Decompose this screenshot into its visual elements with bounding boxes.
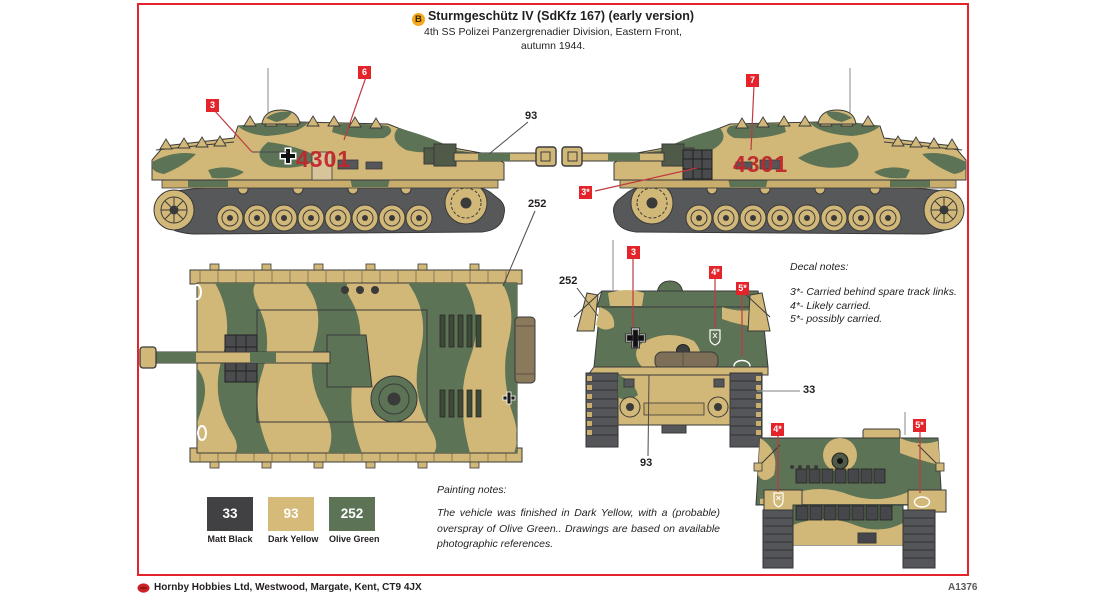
side-door xyxy=(311,151,333,181)
engine-grilles xyxy=(439,314,482,418)
paint-name: Dark Yellow xyxy=(268,534,319,544)
fender-right xyxy=(907,489,947,513)
tactical-number-right: 4301 xyxy=(733,151,788,177)
paint-ref-33-front: 33 xyxy=(803,384,816,396)
kit-code: A1376 xyxy=(948,582,978,593)
spare-track-links xyxy=(682,149,713,180)
paint-swatch-252: 252 Olive Green xyxy=(329,497,380,544)
side-view-left: 4301 xyxy=(151,67,557,235)
gun-plan xyxy=(139,334,373,388)
track-right xyxy=(902,509,936,569)
paint-color-33: 33 xyxy=(207,497,253,531)
front-view xyxy=(573,240,771,448)
callout-rear-5star: 5* xyxy=(913,419,926,432)
decal-note-line: 3*- Carried behind spare track links. xyxy=(790,286,957,299)
deck-cross-marking xyxy=(502,391,516,405)
shield-decal xyxy=(709,329,721,346)
page-title-text: Sturmgeschütz IV (SdKfz 167) (early vers… xyxy=(427,9,695,23)
decal-note-line: 5*- possibly carried. xyxy=(790,312,883,325)
callout-front-4star: 4* xyxy=(709,266,722,279)
footer: Hornby Hobbies Ltd, Westwood, Margate, K… xyxy=(137,582,422,593)
painting-notes-heading: Painting notes: xyxy=(437,484,507,496)
balkenkreuz-cross xyxy=(625,327,646,349)
paint-number: 252 xyxy=(340,506,364,521)
subtitle-line-2: autumn 1944. xyxy=(520,39,586,52)
balkenkreuz-cross xyxy=(279,147,297,165)
paint-ref-252-front: 252 xyxy=(559,275,578,287)
paint-name: Matt Black xyxy=(207,534,253,544)
paint-color-93: 93 xyxy=(268,497,314,531)
paint-number: 33 xyxy=(222,506,238,521)
subtitle-line-1: 4th SS Polizei Panzergrenadier Division,… xyxy=(424,26,682,38)
track-left xyxy=(762,509,794,569)
tactical-number-left: 4301 xyxy=(296,146,351,172)
hornby-logo xyxy=(137,582,150,593)
top-view xyxy=(139,263,536,469)
cupola-dome xyxy=(656,280,684,294)
side-view-right: 4301 xyxy=(561,67,967,235)
callout-front-5star: 5* xyxy=(736,282,749,295)
red-border-frame xyxy=(137,3,969,576)
air-id-ovals xyxy=(192,284,536,441)
track-left xyxy=(585,372,619,448)
lower-hull-front xyxy=(617,374,731,434)
paint-name: Olive Green xyxy=(329,534,380,544)
commander-cupola xyxy=(370,375,418,423)
callout-front-3: 3 xyxy=(627,246,640,259)
decal-notes-heading: Decal notes: xyxy=(790,261,849,273)
painting-notes-body: The vehicle was finished in Dark Yellow,… xyxy=(437,507,720,550)
callout-rear-4star: 4* xyxy=(771,423,784,436)
spare-track-row-upper xyxy=(795,468,886,484)
callout-right-3star: 3* xyxy=(579,186,592,199)
paint-color-252: 252 xyxy=(329,497,375,531)
footer-company: Hornby Hobbies Ltd, Westwood, Margate, K… xyxy=(154,582,422,593)
fender-strip xyxy=(587,366,769,376)
callout-left-6: 6 xyxy=(358,66,371,79)
paint-swatch-33: 33 Matt Black xyxy=(207,497,253,544)
track-right xyxy=(729,372,763,448)
paint-ref-93-left: 93 xyxy=(525,110,538,122)
tow-hitch xyxy=(857,532,877,544)
oval-decal xyxy=(913,496,931,508)
paint-chart: 33 Matt Black 93 Dark Yellow 252 Olive G… xyxy=(207,497,380,544)
callout-left-3: 3 xyxy=(206,99,219,112)
decal-notes: Decal notes: 3*- Carried behind spare tr… xyxy=(790,261,970,326)
paint-ref-93-front: 93 xyxy=(640,457,653,469)
rear-bolts xyxy=(790,465,818,469)
paint-number: 93 xyxy=(283,506,299,521)
stowed-barrel-cylinder xyxy=(654,351,719,370)
paint-ref-252-left: 252 xyxy=(528,198,547,210)
painting-notes: Painting notes: The vehicle was finished… xyxy=(437,484,720,552)
shield-decal xyxy=(773,492,784,508)
scheme-badge: B xyxy=(411,13,425,26)
mirror-rods xyxy=(753,444,945,472)
callout-right-7: 7 xyxy=(746,74,759,87)
paint-swatch-93: 93 Dark Yellow xyxy=(268,497,319,544)
spare-track-row-lower xyxy=(795,505,893,521)
roof-vents xyxy=(341,286,379,294)
decal-note-line: 4*- Likely carried. xyxy=(790,299,872,312)
rear-view xyxy=(753,412,947,569)
stowed-cylinder xyxy=(514,316,536,384)
